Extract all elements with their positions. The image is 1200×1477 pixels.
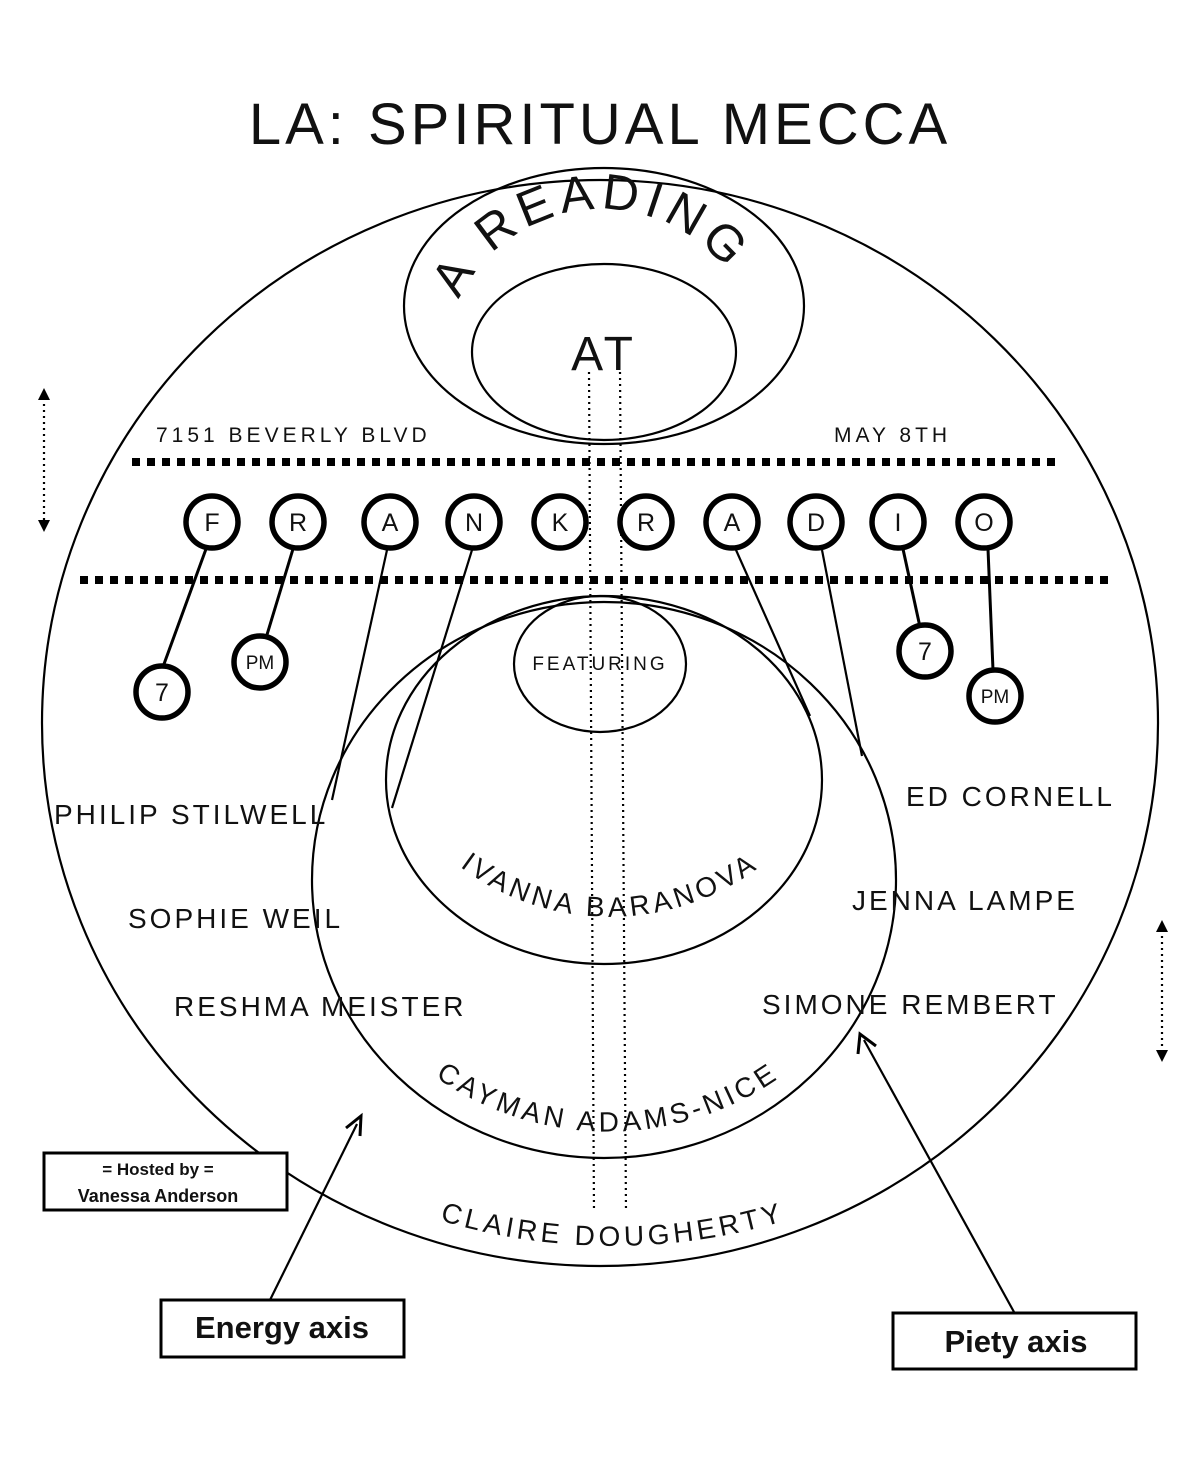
venue-letter-row: F R A N K R A D I O: [183, 493, 1013, 551]
venue-letter: O: [974, 509, 993, 537]
outer-circle: [40, 178, 1160, 1268]
piety-axis-label: Piety axis: [944, 1324, 1087, 1359]
venue-letter: R: [637, 509, 655, 537]
time-right-number-circle: [896, 622, 954, 680]
reading-ellipse: [402, 166, 806, 446]
reading-arc-text: A READING: [420, 163, 763, 305]
piety-axis-arrow: [863, 1039, 1015, 1313]
time-left-suffix: PM: [246, 653, 275, 674]
venue-letter: I: [895, 509, 902, 537]
connector-n-to-philip: [390, 549, 474, 809]
reader-right: JENNA LAMPE: [852, 885, 1078, 916]
piety-axis-arrowhead: [856, 1031, 877, 1055]
featuring-label: FEATURING: [532, 654, 667, 675]
letter-circle-4: [445, 493, 503, 551]
letter-circle-5: [531, 493, 589, 551]
venue-letter: F: [204, 509, 219, 537]
venue-letter: D: [807, 509, 825, 537]
energy-axis-box: [159, 1298, 406, 1359]
energy-axis-arrow: [269, 1123, 358, 1301]
outer-reader-label: CLAIRE DOUGHERTY: [438, 1196, 784, 1252]
host-line-2: Vanessa Anderson: [78, 1186, 238, 1206]
venue-letter: R: [289, 509, 307, 537]
reader-right: SIMONE REMBERT: [762, 989, 1059, 1020]
piety-axis-box: [891, 1311, 1138, 1371]
time-right-number: 7: [918, 638, 932, 666]
right-vertical-arrow: [1156, 920, 1168, 1062]
letter-circle-7: [703, 493, 761, 551]
featured-reader-name: IVANNA BARANOVA: [456, 846, 764, 923]
energy-axis-label: Energy axis: [195, 1310, 369, 1345]
featuring-ellipse: [512, 594, 688, 734]
second-reader-label: CAYMAN ADAMS-NICE: [432, 1056, 780, 1138]
left-vertical-arrow: [38, 388, 50, 532]
time-left-suffix-circle: [231, 633, 289, 691]
venue-letter: K: [552, 509, 569, 537]
at-ellipse: [470, 262, 738, 442]
host-line-1: = Hosted by =: [102, 1160, 214, 1179]
vertical-dotted-axis-left: [587, 371, 596, 1213]
connector-d-to-ed: [820, 549, 864, 757]
connector-o-to-pm: [986, 548, 995, 671]
letter-circle-2: [269, 493, 327, 551]
time-right-suffix-circle: [966, 667, 1024, 725]
reader-left: RESHMA MEISTER: [174, 991, 466, 1022]
outer-reader-name: CLAIRE DOUGHERTY: [438, 1196, 788, 1252]
reader-left: PHILIP STILWELL: [54, 799, 328, 830]
letter-circle-1: [183, 493, 241, 551]
venue-letter: A: [724, 509, 741, 537]
time-left-number-circle: [133, 663, 191, 721]
connector-i-to-7: [901, 548, 922, 628]
host-box: [42, 1151, 289, 1212]
address-label: 7151 BEVERLY BLVD: [156, 424, 431, 447]
second-reader-name: CAYMAN ADAMS-NICE: [432, 1056, 784, 1138]
time-left-number: 7: [155, 679, 169, 707]
venue-letter: N: [465, 509, 483, 537]
time-right-suffix: PM: [981, 687, 1010, 708]
letter-circle-9: [869, 493, 927, 551]
reader-right: ED CORNELL: [906, 781, 1115, 812]
energy-axis-arrowhead: [345, 1112, 363, 1137]
letter-circle-3: [361, 493, 419, 551]
venue-letter: A: [382, 509, 399, 537]
letter-circle-8: [787, 493, 845, 551]
poster-title: LA: SPIRITUAL MECCA: [249, 92, 951, 157]
reader-left: SOPHIE WEIL: [128, 903, 343, 934]
date-label: MAY 8TH: [834, 424, 951, 447]
vertical-dotted-axis-right: [618, 371, 628, 1213]
connector-r-to-pm: [264, 548, 295, 639]
connector-f-to-7: [158, 548, 208, 676]
second-reader-ellipse: [310, 600, 898, 1160]
featured-reader-label: IVANNA BARANOVA: [456, 846, 760, 923]
reading-arc-label: A READING: [420, 163, 757, 305]
connector-a-to-ed: [734, 549, 812, 717]
at-label: AT: [571, 328, 637, 381]
letter-circle-6: [617, 493, 675, 551]
letter-circle-10: [955, 493, 1013, 551]
